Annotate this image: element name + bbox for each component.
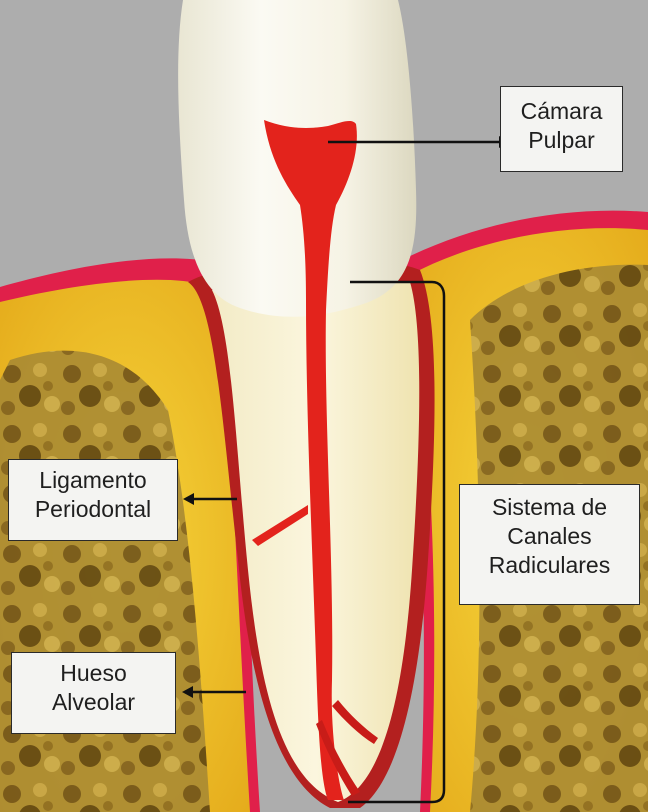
label-hueso-line2: Alveolar	[18, 688, 169, 717]
label-ligamento-line2: Periodontal	[15, 495, 171, 524]
label-camara-pulpar: Cámara Pulpar	[500, 86, 623, 172]
label-hueso-alveolar: Hueso Alveolar	[11, 652, 176, 734]
label-ligamento-line1: Ligamento	[15, 466, 171, 495]
label-ligamento-periodontal: Ligamento Periodontal	[8, 459, 178, 541]
label-camara-line2: Pulpar	[507, 126, 616, 155]
label-sistema-line3: Radiculares	[466, 551, 633, 580]
label-sistema-canales: Sistema de Canales Radiculares	[459, 484, 640, 605]
label-sistema-line1: Sistema de	[466, 493, 633, 522]
label-hueso-line1: Hueso	[18, 659, 169, 688]
label-camara-line1: Cámara	[507, 97, 616, 126]
label-sistema-line2: Canales	[466, 522, 633, 551]
